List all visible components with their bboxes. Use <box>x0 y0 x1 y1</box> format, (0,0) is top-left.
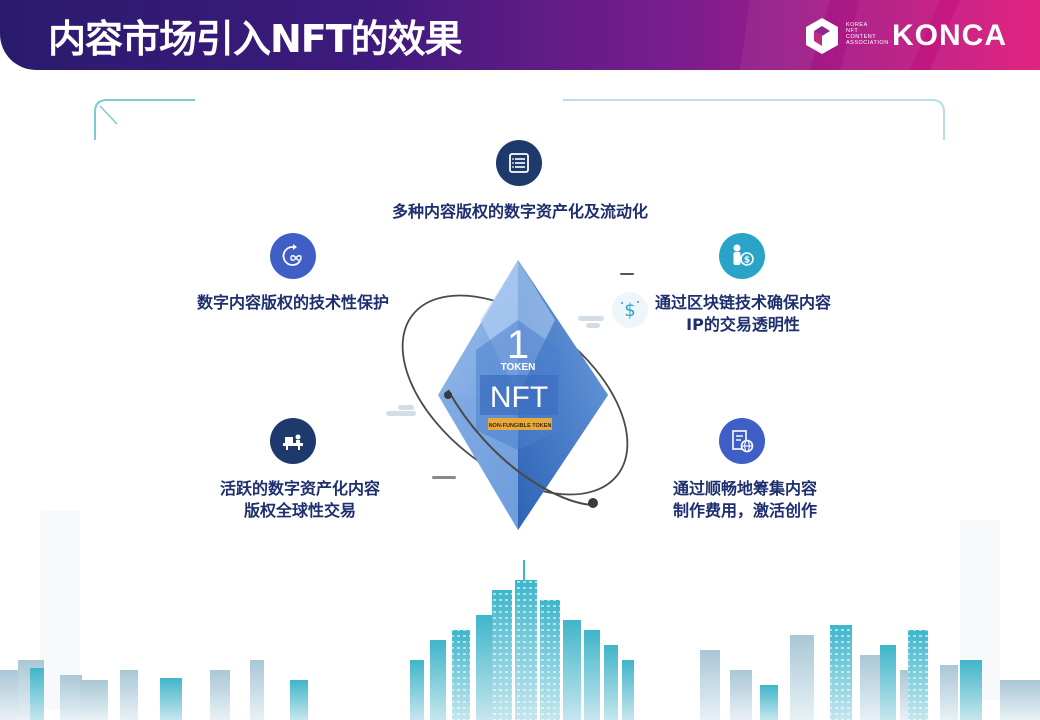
trader-desk-icon <box>270 418 316 464</box>
orbit-node <box>444 391 452 399</box>
list-document-icon <box>496 140 542 186</box>
decor-dash <box>578 316 604 321</box>
cycle-infinity-icon <box>270 233 316 279</box>
nft-crystal-graphic: 1 TOKEN NFT NON-FUNGIBLE TOKEN <box>401 260 629 530</box>
token-number: 1 <box>507 323 529 367</box>
konca-logo-icon <box>806 18 838 54</box>
decor-dash <box>386 411 416 416</box>
nft-label: NFT <box>490 381 548 414</box>
svg-text:$: $ <box>744 256 750 266</box>
decor-dash <box>398 405 414 410</box>
benefit-text: 活跃的数字资产化内容 版权全球性交易 <box>219 479 380 520</box>
logo-wordmark: KONCA <box>892 19 1007 52</box>
benefit-text: 多种内容版权的数字资产化及流动化 <box>391 202 648 221</box>
benefit-text: 通过区块链技术确保内容 IP的交易透明性 <box>654 293 831 334</box>
ribbon-label: NON-FUNGIBLE TOKEN <box>489 423 552 429</box>
document-globe-icon <box>719 418 765 464</box>
benefit-text: 数字内容版权的技术性保护 <box>196 293 389 312</box>
decor-dash <box>620 273 634 275</box>
benefit-text: 通过顺畅地筹集内容 制作费用，激活创作 <box>672 479 817 520</box>
city-skyline-graphic <box>0 560 1040 720</box>
dollar-sparkle-icon: $ <box>612 292 648 328</box>
token-label: TOKEN <box>501 362 536 373</box>
person-dollar-icon: $ <box>719 233 765 279</box>
svg-text:$: $ <box>624 300 635 321</box>
header-banner: 内容市场引入NFT的效果 KOREA NFT CONTENT ASSOCIATI… <box>0 0 1040 70</box>
orbit-node <box>588 498 598 508</box>
decor-dash <box>432 476 456 479</box>
decor-dash <box>586 323 600 328</box>
header-decoration <box>740 0 1040 70</box>
page-title: 内容市场引入NFT的效果 <box>48 17 463 61</box>
logo-subtext: KOREA NFT CONTENT ASSOCIATION <box>846 22 889 46</box>
